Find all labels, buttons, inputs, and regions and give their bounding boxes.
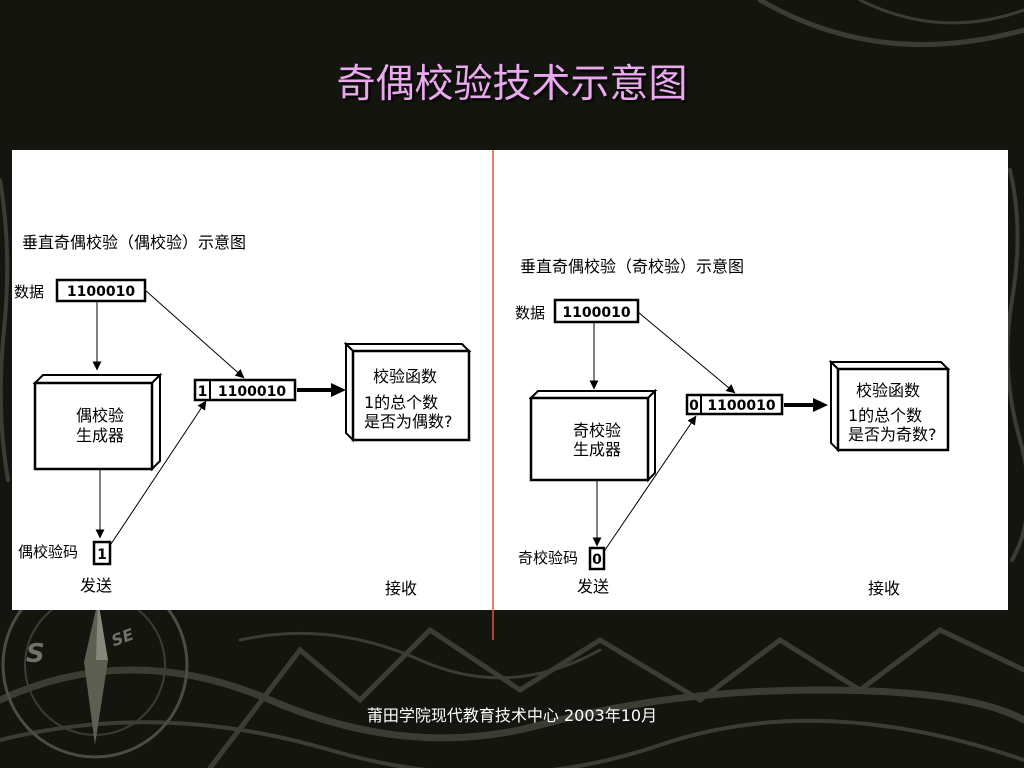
compass-needle-highlight <box>96 600 108 660</box>
odd-data-label: 数据 <box>515 304 545 322</box>
even-send-label: 发送 <box>80 576 112 595</box>
odd-generator-line-1: 奇校验 <box>573 421 621 440</box>
even-generator-line-2: 生成器 <box>76 426 124 445</box>
background-swirl <box>0 178 10 482</box>
even-combined-box <box>193 378 297 402</box>
odd-parity-label: 奇校验码 <box>518 549 578 567</box>
even-diagram-heading: 垂直奇偶校验（偶校验）示意图 <box>22 233 246 252</box>
background-swirl <box>207 626 1024 768</box>
odd-combined-data: 1100010 <box>707 398 775 414</box>
even-combined-parity: 1 <box>198 384 208 400</box>
even-combined-data: 1100010 <box>218 384 286 400</box>
odd-generator-box: 奇校验 生成器 <box>528 388 658 483</box>
odd-parity-box <box>588 546 606 571</box>
odd-parity-bit: 0 <box>592 552 602 568</box>
even-checker-box: 校验函数 1的总个数 是否为偶数? <box>343 341 472 443</box>
background-swirl <box>757 0 1024 48</box>
even-checker-line-2: 是否为偶数? <box>364 412 453 431</box>
odd-generator-line-2: 生成器 <box>573 440 621 459</box>
even-checker-line-1: 1的总个数 <box>364 393 438 412</box>
slide-title: 奇偶校验技术示意图 <box>336 62 688 107</box>
compass-rose: S SE <box>1 571 189 759</box>
odd-checker-box: 校验函数 1的总个数 是否为奇数? <box>828 359 951 453</box>
even-generator-line-1: 偶校验 <box>76 406 124 425</box>
even-transmit-arrow-head <box>331 383 346 397</box>
even-data-label: 数据 <box>14 283 44 301</box>
odd-diagram-heading: 垂直奇偶校验（奇校验）示意图 <box>520 257 744 276</box>
odd-parity-diagram: 垂直奇偶校验（奇校验）示意图 数据 1100010 奇校验 生成器 奇校验码 0… <box>515 257 951 598</box>
odd-transmit-arrow-head <box>813 398 828 412</box>
even-combined-frame: 1 1100010 <box>193 378 297 402</box>
odd-data-box <box>553 298 640 324</box>
odd-checker-line-1: 1的总个数 <box>848 406 922 425</box>
compass-label-s: S <box>26 639 45 669</box>
odd-combined-parity: 0 <box>689 398 699 414</box>
even-checker-title: 校验函数 <box>373 367 437 386</box>
even-checker-front-face <box>351 349 471 442</box>
odd-generator-front-face <box>529 396 650 482</box>
even-receive-label: 接收 <box>385 579 417 598</box>
even-parity-to-combined-arrow <box>110 400 207 545</box>
odd-receive-label: 接收 <box>868 579 900 598</box>
background-swirl <box>0 666 1024 742</box>
odd-checker-line-2: 是否为奇数? <box>848 425 937 444</box>
even-parity-diagram: 垂直奇偶校验（偶校验）示意图 数据 1100010 偶校验 生成器 偶校验码 1… <box>14 233 472 598</box>
even-data-to-combined-arrow <box>144 289 245 379</box>
background-swirl <box>1005 168 1024 562</box>
odd-data-to-combined-arrow <box>637 311 736 394</box>
odd-data-value: 1100010 <box>562 305 630 321</box>
odd-combined-frame: 0 1100010 <box>685 393 784 416</box>
odd-checker-front-face <box>836 367 950 452</box>
background-swirl <box>238 631 602 680</box>
odd-parity-to-combined-arrow <box>604 415 697 551</box>
odd-checker-title: 校验函数 <box>856 381 920 400</box>
slide-footer: 莆田学院现代教育技术中心 2003年10月 <box>366 706 658 725</box>
even-data-value: 1100010 <box>67 284 135 300</box>
even-parity-bit: 1 <box>97 547 107 563</box>
odd-send-label: 发送 <box>577 577 609 596</box>
even-generator-front-face <box>33 381 154 471</box>
even-parity-label: 偶校验码 <box>18 543 78 561</box>
background-swirl <box>858 0 1024 25</box>
even-generator-box: 偶校验 生成器 <box>32 372 163 472</box>
even-parity-box <box>92 540 112 566</box>
odd-combined-box <box>685 393 784 416</box>
